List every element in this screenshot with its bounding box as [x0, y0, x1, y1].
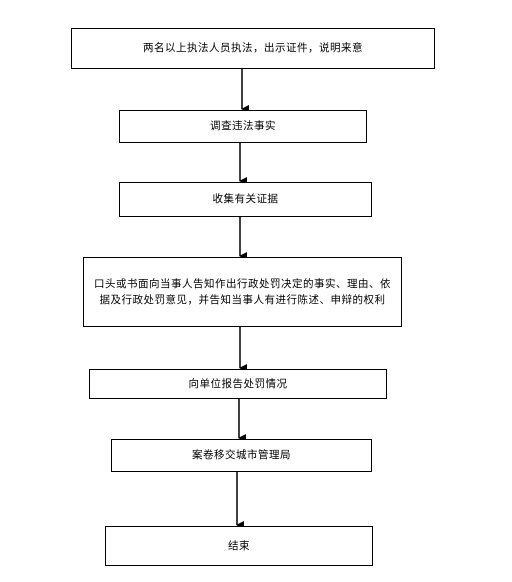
step-label: 结束 [228, 539, 250, 552]
step-transfer-case-file: 案卷移交城市管理局 [111, 439, 372, 472]
step-end: 结束 [105, 526, 373, 566]
step-collect-evidence: 收集有关证据 [119, 182, 372, 217]
step-investigate-facts: 调查违法事实 [119, 110, 367, 143]
step-label: 案卷移交城市管理局 [192, 449, 291, 461]
step-label: 收集有关证据 [212, 193, 279, 205]
step-label: 口头或书面向当事人告知作出行政处罚决定的事实、理由、依据及行政处罚意见，并告知当… [94, 278, 391, 306]
step-label: 向单位报告处罚情况 [188, 377, 288, 390]
step-label: 调查违法事实 [210, 120, 276, 132]
step-report-to-unit: 向单位报告处罚情况 [89, 369, 387, 399]
step-show-credentials: 两名以上执法人员执法，出示证件，说明来意 [71, 28, 435, 69]
step-label: 两名以上执法人员执法，出示证件，说明来意 [143, 42, 363, 54]
step-notify-party: 口头或书面向当事人告知作出行政处罚决定的事实、理由、依据及行政处罚意见，并告知当… [83, 257, 402, 327]
